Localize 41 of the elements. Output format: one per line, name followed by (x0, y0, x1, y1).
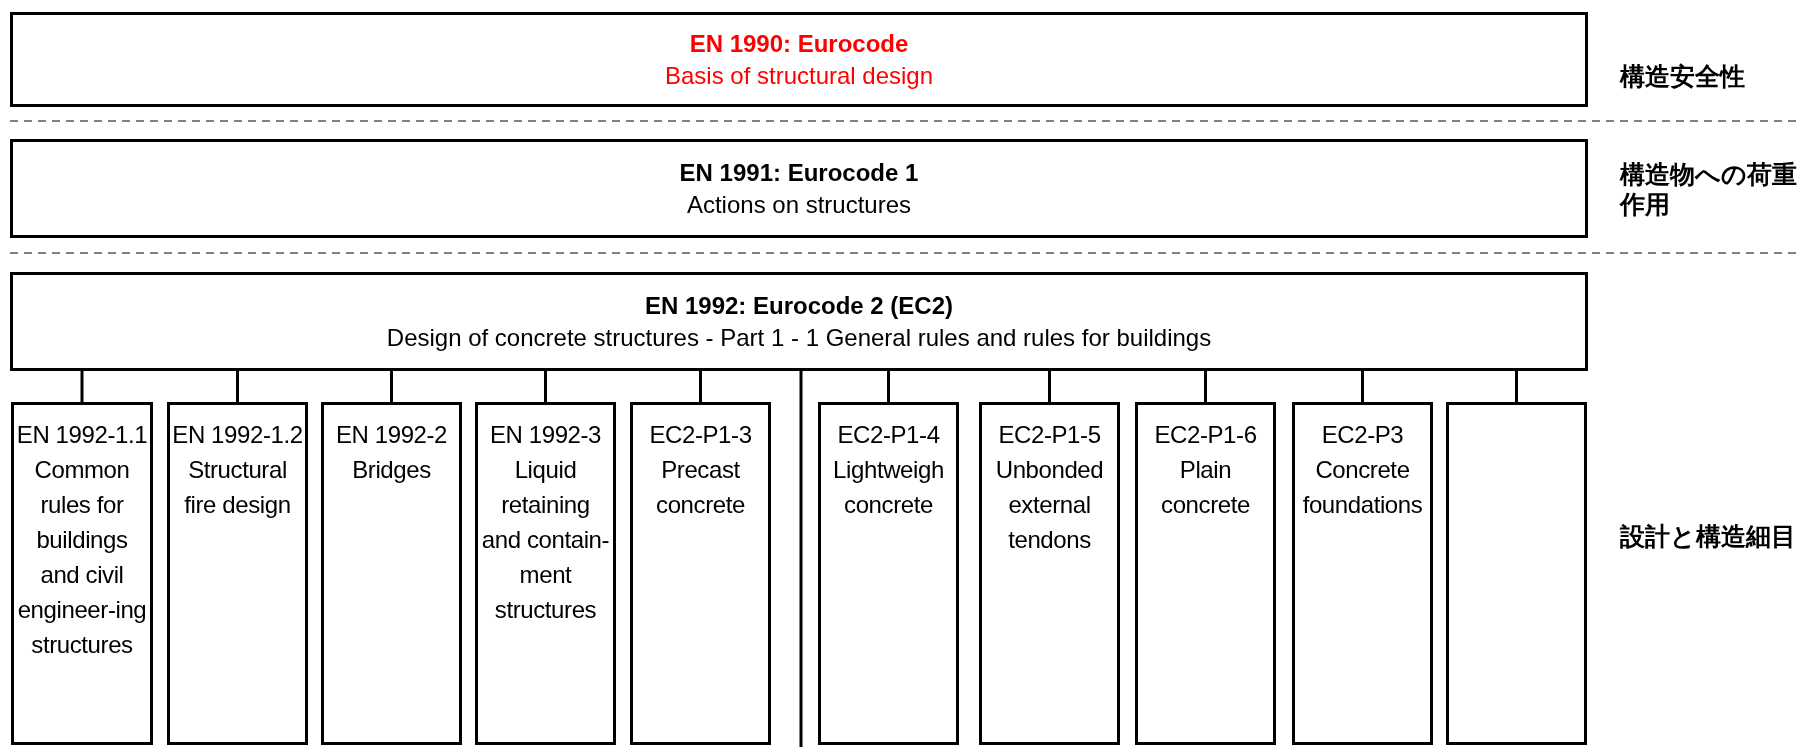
box-heading: EN 1990: Eurocode (689, 28, 909, 59)
box-heading: EN 1992: Eurocode 2 (EC2) (644, 290, 954, 321)
connector-line (1204, 371, 1207, 402)
part-box (11, 402, 153, 745)
row-label: 構造安全性 (1620, 62, 1746, 92)
box-heading: EN 1991: Eurocode 1 (679, 157, 919, 188)
connector-line (699, 371, 702, 402)
standard-box (10, 272, 1588, 371)
box-text: EC2-P3 Concrete foundations (1301, 420, 1424, 520)
row-label: 設計と構造細目 (1620, 522, 1797, 552)
part-box (1135, 402, 1276, 745)
part-box (818, 402, 959, 745)
box-text: EN 1992-1.2 Structural fire design (171, 420, 304, 520)
part-box (475, 402, 616, 745)
standard-box (10, 139, 1588, 238)
part-box (1292, 402, 1433, 745)
standard-box (10, 12, 1588, 107)
box-text: EC2-P1-4 Lightweigh concrete (832, 420, 945, 520)
part-box (167, 402, 308, 745)
connector-line (1048, 371, 1051, 402)
box-text: Actions on structures (686, 189, 912, 220)
box-text: EN 1992-2 Bridges (334, 420, 449, 485)
connector-line (236, 371, 239, 402)
connector-line (1515, 371, 1518, 402)
connector-line (887, 371, 890, 402)
box-text: EC2-P1-5 Unbonded external tendons (994, 420, 1105, 555)
box-text: EC2-P1-6 Plain concrete (1153, 420, 1258, 520)
part-box (321, 402, 462, 745)
connector-line (80, 371, 84, 402)
part-box (630, 402, 771, 745)
box-text: EN 1992-3 Liquid retaining and contain-ment structures (480, 420, 611, 625)
row-label: 構造物への荷重作用 (1620, 160, 1798, 220)
connector-line (1361, 371, 1364, 402)
box-text: EC2-P1-3 Precast concrete (648, 420, 753, 520)
box-text: Design of concrete structures - Part 1 - 1 General rules and rules for buildings (386, 322, 1212, 353)
connector-line (390, 371, 393, 402)
empty-box (1446, 402, 1587, 745)
box-text: Basis of structural design (664, 60, 934, 91)
box-text: EN 1992-1.1 Common rules for buildings and civil engineer-ing structures (15, 420, 149, 660)
connector-line (544, 371, 547, 402)
part-box (979, 402, 1120, 745)
